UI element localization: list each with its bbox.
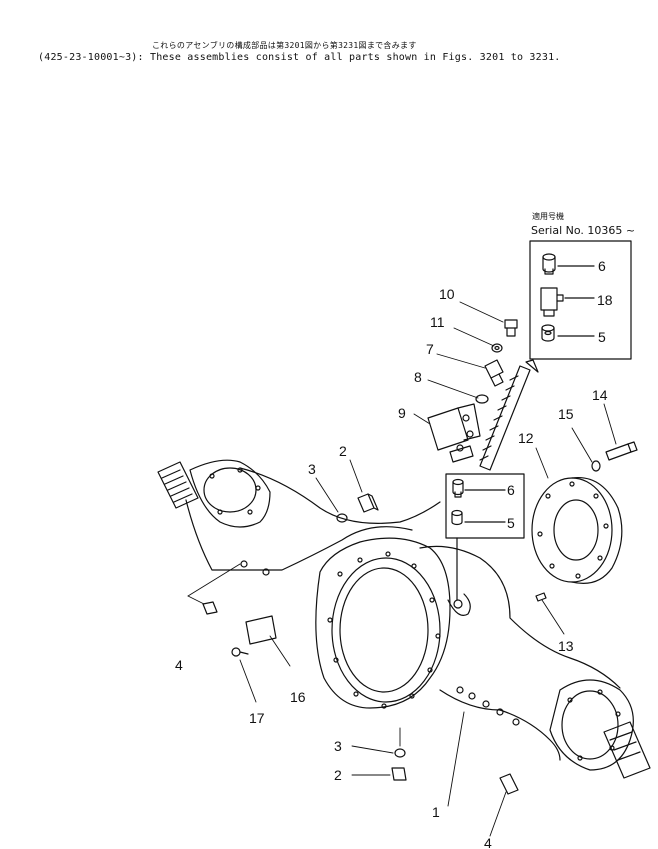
parts-2-3-lower <box>391 748 407 781</box>
callout-18: 18 <box>597 292 613 308</box>
callout-8: 8 <box>414 369 422 385</box>
inset-fitting-18-drawing <box>540 287 564 317</box>
callout-15: 15 <box>558 406 574 422</box>
header-note-english: (425-23-10001~3): These assemblies consi… <box>38 52 561 63</box>
parts-4 <box>202 601 519 795</box>
bracket-9-drawing <box>427 403 481 463</box>
callout-2-upper: 2 <box>339 443 347 459</box>
inset-nut-5-drawing <box>541 324 555 342</box>
hatched-pipe <box>479 359 539 471</box>
callout-3-lower: 3 <box>334 738 342 754</box>
parts-16-17 <box>231 615 277 657</box>
inset-plug-6-drawing <box>542 253 556 275</box>
parts-14-15-13 <box>535 441 638 602</box>
callout-10: 10 <box>439 286 455 302</box>
serial-label-japanese: 適用号機 <box>532 212 564 221</box>
header-note-japanese: これらのアセンブリの構成部品は第3201図から第3231図まで含みます <box>152 41 417 50</box>
callout-13: 13 <box>558 638 574 654</box>
callout-12: 12 <box>518 430 534 446</box>
parts-2-3-upper <box>336 493 379 523</box>
callout-1: 1 <box>432 804 440 820</box>
callout-5-middle: 5 <box>507 515 515 531</box>
serial-inset-box <box>529 240 632 360</box>
callout-4-left: 4 <box>175 657 183 673</box>
serial-label-english: Serial No. 10365 ~ <box>531 224 636 237</box>
callout-2-lower: 2 <box>334 767 342 783</box>
flange-12-drawing <box>531 476 623 584</box>
callout-7: 7 <box>426 341 434 357</box>
parts-10-11-7-8 <box>475 319 518 404</box>
axle-housing-drawing <box>157 459 651 779</box>
callout-16: 16 <box>290 689 306 705</box>
leader-lines <box>187 301 617 837</box>
callout-11: 11 <box>430 314 445 330</box>
callout-labels: 1 2 2 3 3 4 4 5 5 6 6 7 8 9 10 11 12 13 … <box>175 258 613 849</box>
callout-14: 14 <box>592 387 608 403</box>
callout-9: 9 <box>398 405 406 421</box>
callout-17: 17 <box>249 710 265 726</box>
callout-6-middle: 6 <box>507 482 515 498</box>
callout-3-upper: 3 <box>308 461 316 477</box>
middle-inset-box <box>445 473 525 601</box>
callout-5-inset: 5 <box>598 329 606 345</box>
callout-4-bottom: 4 <box>484 835 492 849</box>
callout-6-inset: 6 <box>598 258 606 274</box>
